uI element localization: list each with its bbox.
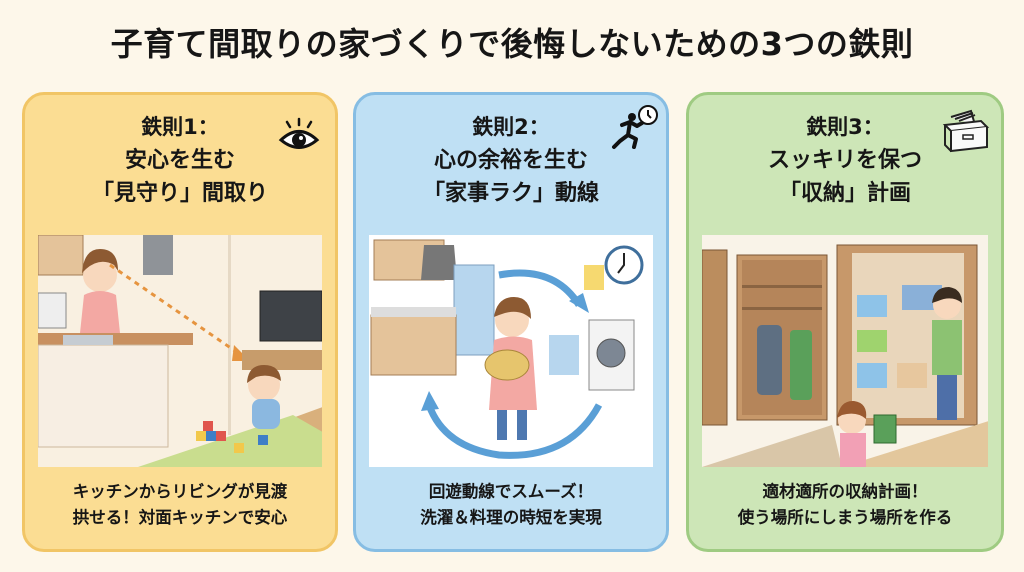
caption-line-1: 回遊動線でスムーズ！ xyxy=(428,482,594,501)
running-clock-icon xyxy=(610,103,662,151)
caption-line-1: キッチンからリビングが見渡 xyxy=(72,482,288,501)
caption-line-2: 使う場所にしまう場所を作る xyxy=(737,508,953,527)
illustration-housework-route xyxy=(369,235,653,467)
heading-line-2: 「収納」計画 xyxy=(778,181,911,206)
illustration-storage xyxy=(702,235,988,467)
rule-card-2: 鉄則2： 心の余裕を生む 「家事ラク」動線 xyxy=(353,92,669,552)
caption-line-1: 適材適所の収納計画！ xyxy=(762,482,928,501)
rule-number: 鉄則1： xyxy=(141,115,219,139)
heading-line-2: 「家事ラク」動線 xyxy=(422,181,599,206)
heading-line-1: スッキリを保つ xyxy=(767,148,922,173)
rule-number: 鉄則2： xyxy=(472,115,550,139)
illustration-kitchen-living xyxy=(38,235,322,467)
card-heading: 鉄則1： 安心を生む 「見守り」間取り xyxy=(25,111,335,210)
card-caption: キッチンからリビングが見渡 拱せる！対面キッチンで安心 xyxy=(25,479,335,531)
rule-card-1: 鉄則1： 安心を生む 「見守り」間取り xyxy=(22,92,338,552)
caption-line-2: 拱せる！対面キッチンで安心 xyxy=(72,508,288,527)
heading-line-1: 心の余裕を生む xyxy=(433,148,588,173)
card-heading: 鉄則3： スッキリを保つ 「収納」計画 xyxy=(689,111,1001,210)
rule-number: 鉄則3： xyxy=(806,115,884,139)
card-caption: 適材適所の収納計画！ 使う場所にしまう場所を作る xyxy=(689,479,1001,531)
heading-line-1: 安心を生む xyxy=(124,148,235,173)
caption-line-2: 洗濯＆料理の時短を実現 xyxy=(420,508,602,527)
page-title: 子育て間取りの家づくりで後悔しないための3つの鉄則 xyxy=(110,25,914,63)
eye-icon xyxy=(277,117,321,153)
rule-card-3: 鉄則3： スッキリを保つ 「収納」計画 xyxy=(686,92,1004,552)
heading-line-2: 「見守り」間取り xyxy=(91,181,268,206)
card-heading: 鉄則2： 心の余裕を生む 「家事ラク」動線 xyxy=(356,111,666,210)
storage-box-icon xyxy=(941,107,991,155)
card-caption: 回遊動線でスムーズ！ 洗濯＆料理の時短を実現 xyxy=(356,479,666,531)
